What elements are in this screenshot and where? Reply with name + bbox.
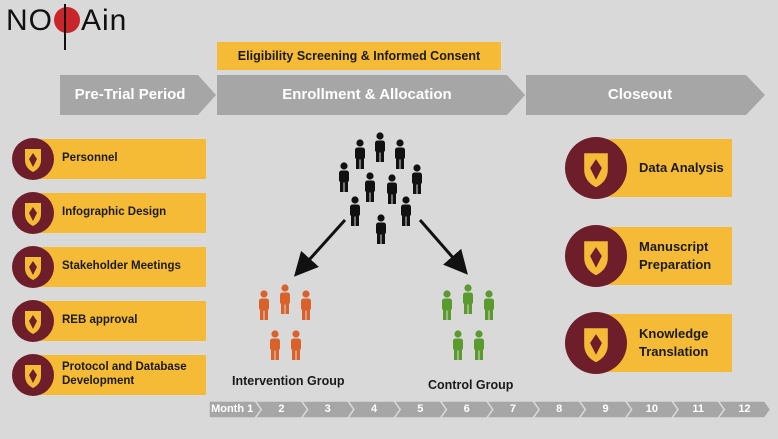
pre-trial-item-label: Infographic Design <box>62 206 167 219</box>
university-crest-icon <box>565 225 627 287</box>
pre-trial-item-reb: REB approval <box>12 300 206 342</box>
pre-trial-item-infographic: Infographic Design <box>12 192 206 234</box>
control-group-label: Control Group <box>428 378 514 392</box>
month-label: 3 <box>324 403 331 415</box>
phase-arrow-enrollment <box>217 75 525 115</box>
month-label: Month 1 <box>211 403 254 415</box>
consent-banner: Eligibility Screening & Informed Consent <box>217 42 501 70</box>
university-crest-icon <box>565 312 627 374</box>
month-label: 6 <box>463 403 470 415</box>
month-label: 4 <box>370 403 378 415</box>
closeout-item-data-analysis: Data Analysis <box>565 137 732 199</box>
logo-stem <box>64 4 66 50</box>
university-crest-icon <box>565 137 627 199</box>
university-crest-icon <box>12 354 54 396</box>
closeout-item-label: Manuscript Preparation <box>639 239 712 272</box>
month-label: 2 <box>278 403 285 415</box>
pre-trial-item-protocol: Protocol and Database Development <box>12 354 206 396</box>
phase-label-enrollment: Enrollment & Allocation <box>282 86 452 103</box>
month-label: 11 <box>692 403 704 415</box>
month-label: 5 <box>417 403 424 415</box>
closeout-item-manuscript: Manuscript Preparation <box>565 225 732 287</box>
logo-red-dot <box>54 7 80 33</box>
pre-trial-item-label: Stakeholder Meetings <box>62 260 181 273</box>
month-label: 12 <box>738 403 751 415</box>
month-chevron <box>716 400 772 419</box>
arrow-to-control <box>418 219 468 275</box>
intervention-group-label: Intervention Group <box>232 374 345 388</box>
pre-trial-item-personnel: Personnel <box>12 138 206 180</box>
university-crest-icon <box>12 300 54 342</box>
closeout-item-knowledge: Knowledge Translation <box>565 312 732 374</box>
month-label: 7 <box>509 403 516 415</box>
university-crest-icon <box>12 138 54 180</box>
closeout-item-label: Knowledge Translation <box>639 326 709 359</box>
month-label: 9 <box>602 403 609 415</box>
arrow-to-intervention <box>293 218 347 277</box>
pre-trial-item-label: REB approval <box>62 314 138 327</box>
phase-label-closeout: Closeout <box>607 86 673 103</box>
nopain-logo: NO Ain <box>6 4 127 38</box>
phase-label-pre-trial: Pre-Trial Period <box>74 86 186 103</box>
pre-trial-item-label: Personnel <box>62 152 118 165</box>
university-crest-icon <box>12 246 54 288</box>
pre-trial-item-label: Protocol and Database Development <box>62 361 187 387</box>
month-label: 10 <box>645 403 658 415</box>
university-crest-icon <box>12 192 54 234</box>
phase-arrow-closeout <box>526 75 765 115</box>
month-label: 8 <box>556 403 563 415</box>
phase-arrow-pre-trial <box>60 75 216 115</box>
closeout-item-label: Data Analysis <box>639 160 724 176</box>
logo-text-no: NO <box>6 4 53 37</box>
pre-trial-item-stakeholder: Stakeholder Meetings <box>12 246 206 288</box>
logo-text-ain: Ain <box>81 4 128 37</box>
